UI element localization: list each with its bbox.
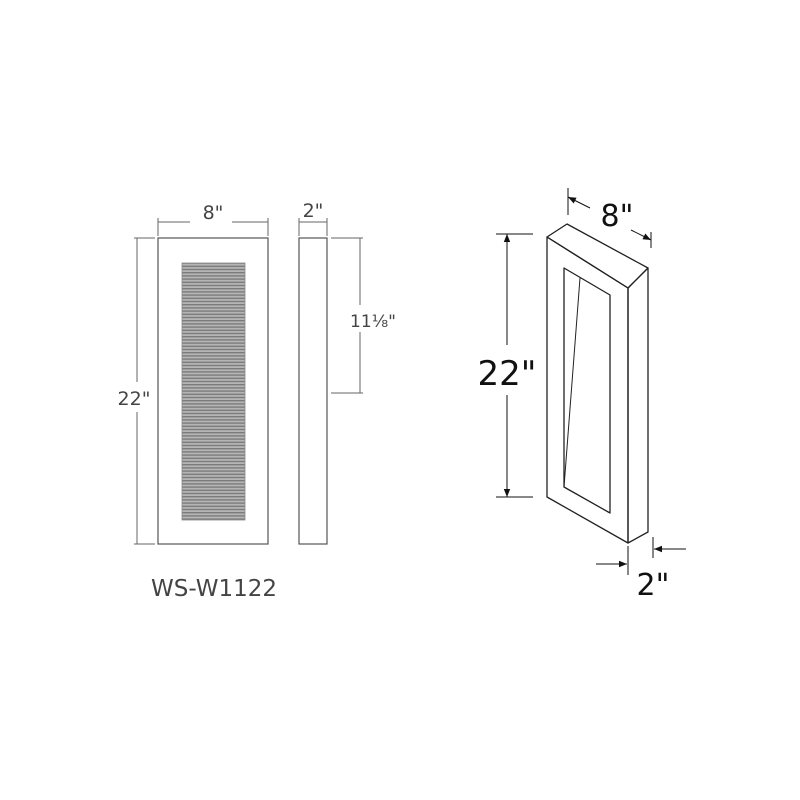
iso-width-label: 8" [601, 199, 634, 234]
side-view-outline [298, 237, 328, 545]
front-width-label: 8" [203, 202, 224, 224]
side-view: 2" 11⅛" [298, 200, 396, 545]
mount-height-label: 11⅛" [350, 312, 396, 332]
model-number: WS-W1122 [151, 576, 277, 602]
louver-grille [181, 262, 246, 521]
front-width-dimension [157, 218, 269, 236]
mount-height-dimension [331, 237, 363, 394]
iso-side-face [627, 267, 649, 544]
iso-width-dimension [567, 188, 652, 248]
front-height-label: 22" [118, 388, 151, 410]
iso-height-dimension [496, 233, 533, 498]
iso-inner-edge [563, 277, 581, 488]
side-depth-label: 2" [303, 200, 324, 222]
iso-front-face [546, 236, 629, 544]
iso-view [546, 223, 649, 544]
iso-height-label: 22" [478, 354, 537, 394]
iso-depth-dimension [596, 537, 686, 575]
front-view: 8" 22" [118, 202, 269, 545]
front-view-outline [157, 237, 269, 545]
side-depth-dimension [298, 218, 328, 236]
iso-opening [563, 267, 611, 514]
front-height-dimension [134, 237, 155, 545]
iso-depth-label: 2" [637, 568, 670, 603]
